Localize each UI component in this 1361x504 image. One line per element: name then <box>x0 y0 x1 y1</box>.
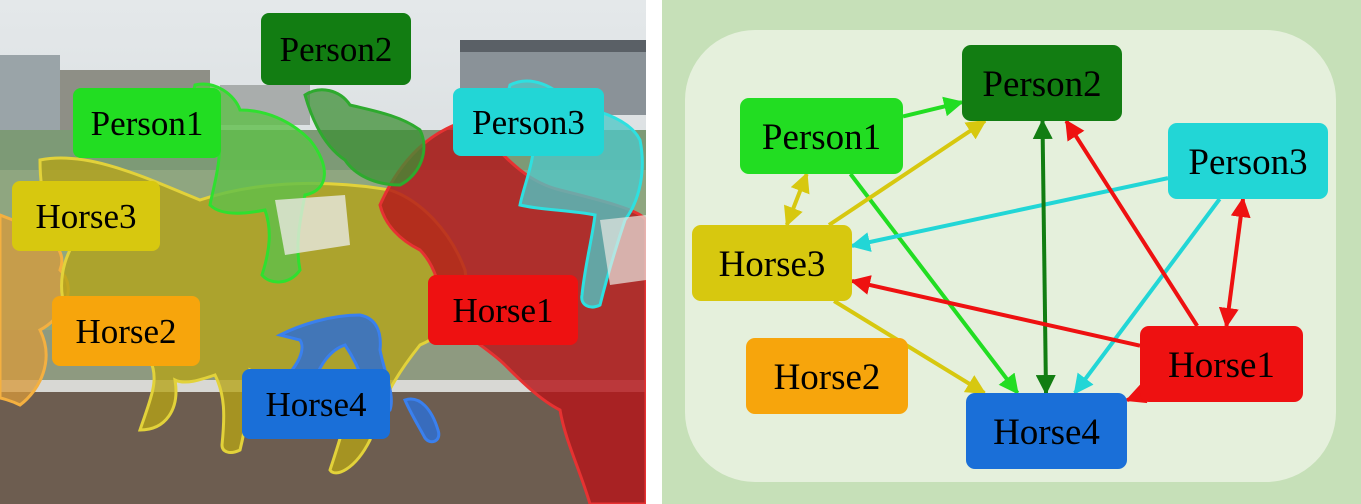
scene-label-text: Horse1 <box>452 291 553 330</box>
graph-node-horse2: Horse2 <box>746 338 908 414</box>
graph-node-label: Person3 <box>1188 142 1307 183</box>
graph-node-box <box>966 393 1127 469</box>
saddle-cloth-6 <box>275 195 350 255</box>
scene-label-box <box>73 88 221 158</box>
edge-person1-to-horse3 <box>784 172 810 227</box>
scene-label-text: Person1 <box>91 104 204 143</box>
graph-node-label: Horse4 <box>993 412 1100 453</box>
edge-horse3-to-person2 <box>827 119 987 227</box>
edge-person2-to-horse4 <box>1032 119 1056 395</box>
scene-label-box <box>261 13 411 85</box>
scene-label-text: Horse3 <box>35 197 136 236</box>
scene-label-box <box>52 296 200 366</box>
graph-node-person1: Person1 <box>740 98 903 174</box>
scene-label-person1: Person1 <box>73 88 221 158</box>
graph-node-box <box>1140 326 1303 402</box>
scene-label-text: Person3 <box>472 103 585 142</box>
edge-horse1-to-person3 <box>1218 197 1251 328</box>
scene-label-horse1: Horse1 <box>428 275 578 345</box>
graph-node-horse3: Horse3 <box>692 225 852 301</box>
graph-node-box <box>1168 123 1328 199</box>
graph-node-horse4: Horse4 <box>966 393 1127 469</box>
graph-node-label: Person1 <box>762 117 881 158</box>
edge-person1-to-horse4 <box>848 172 1020 395</box>
scene-label-box <box>12 181 160 251</box>
graph-node-label: Person2 <box>982 64 1101 105</box>
graph-node-person3: Person3 <box>1168 123 1328 199</box>
scene-label-horse3: Horse3 <box>12 181 160 251</box>
edge-horse3-to-horse4 <box>833 299 987 395</box>
graph-node-label: Horse1 <box>1168 345 1275 386</box>
graph-node-label: Horse3 <box>719 244 826 285</box>
scene-label-horse2: Horse2 <box>52 296 200 366</box>
scene-label-box <box>428 275 578 345</box>
scene-label-text: Horse4 <box>265 385 366 424</box>
scene-label-person2: Person2 <box>261 13 411 85</box>
scene-label-person3: Person3 <box>453 88 604 156</box>
saddle-cloth-11 <box>600 215 646 285</box>
graph-node-box <box>740 98 903 174</box>
edge-person1-to-person2 <box>902 96 964 119</box>
person2-mask <box>303 88 426 187</box>
graph-node-box <box>692 225 852 301</box>
scene-label-box <box>453 88 604 156</box>
scene-label-text: Horse2 <box>75 312 176 351</box>
graph-node-horse1: Horse1 <box>1140 326 1303 402</box>
edge-horse1-to-horse3 <box>850 275 1141 348</box>
graph-node-box <box>746 338 908 414</box>
edge-horse1-to-horse4 <box>1125 384 1148 404</box>
graph-node-box <box>962 45 1122 121</box>
edge-person3-to-horse3 <box>850 176 1169 252</box>
edge-horse1-to-person2 <box>1064 119 1199 328</box>
graph-node-label: Horse2 <box>774 357 881 398</box>
scene-label-box <box>242 369 390 439</box>
scene-label-text: Person2 <box>280 30 393 69</box>
background-building <box>0 55 60 135</box>
graph-node-person2: Person2 <box>962 45 1122 121</box>
scene-label-horse4: Horse4 <box>242 369 390 439</box>
edge-person3-to-horse4 <box>1073 197 1222 395</box>
